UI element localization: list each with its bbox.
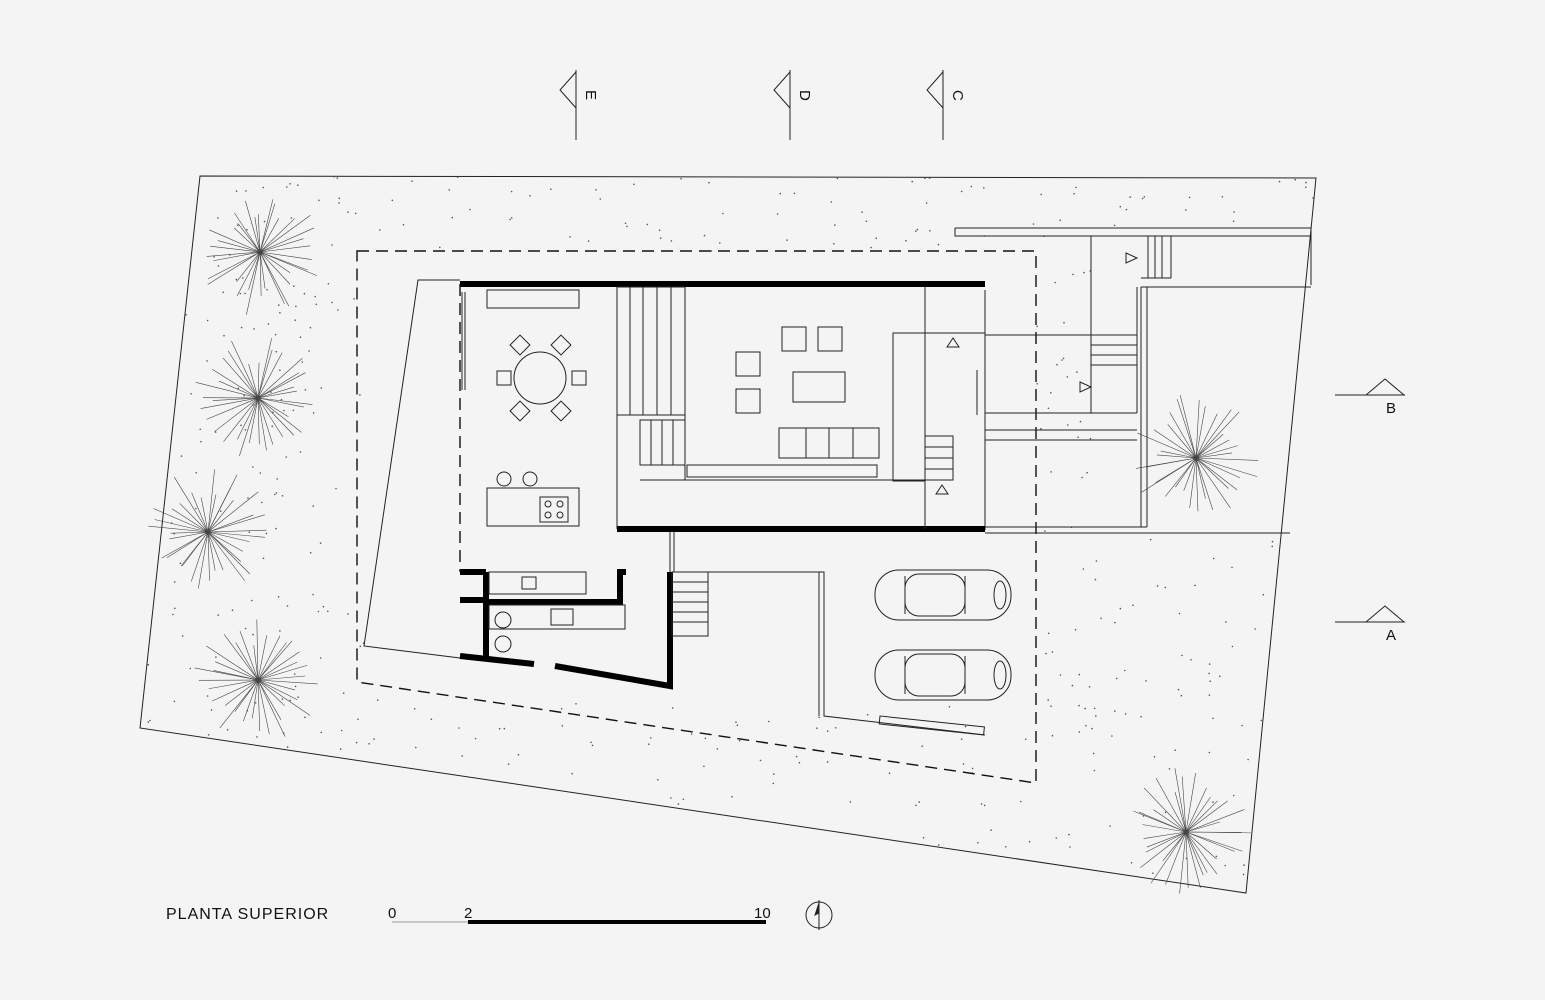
car-icon: [874, 649, 1012, 701]
scale-label-2: 2: [464, 905, 472, 922]
terrace: [954, 227, 1312, 534]
tree-icon: [148, 469, 267, 589]
section-marker-icon: [559, 70, 944, 140]
tree-icon: [195, 338, 313, 456]
section-label-e: E: [582, 90, 599, 100]
service-area: [488, 532, 986, 736]
site-boundary: [139, 175, 1317, 894]
roof-outline: [356, 250, 1037, 784]
tree-icon: [1135, 394, 1259, 512]
plan-title: PLANTA SUPERIOR: [166, 906, 329, 923]
trees: [148, 199, 1259, 894]
section-label-c: C: [949, 90, 966, 101]
walls: [459, 281, 985, 690]
building-outline: [363, 279, 461, 659]
tree-icon: [1133, 768, 1251, 894]
living-area: [616, 286, 985, 529]
ground-stipple: [147, 175, 1314, 876]
section-label-d: D: [796, 90, 813, 101]
north-arrow-icon: [805, 900, 833, 930]
tree-icon: [194, 619, 318, 737]
dining-kitchen: [461, 289, 587, 527]
section-label-b: B: [1386, 400, 1396, 417]
scale-label-10: 10: [754, 905, 771, 922]
section-label-a: A: [1386, 627, 1396, 644]
section-marker-icon: [1335, 378, 1406, 623]
car-icon: [874, 569, 1012, 621]
tree-icon: [206, 199, 317, 315]
scale-label-0: 0: [388, 905, 396, 922]
